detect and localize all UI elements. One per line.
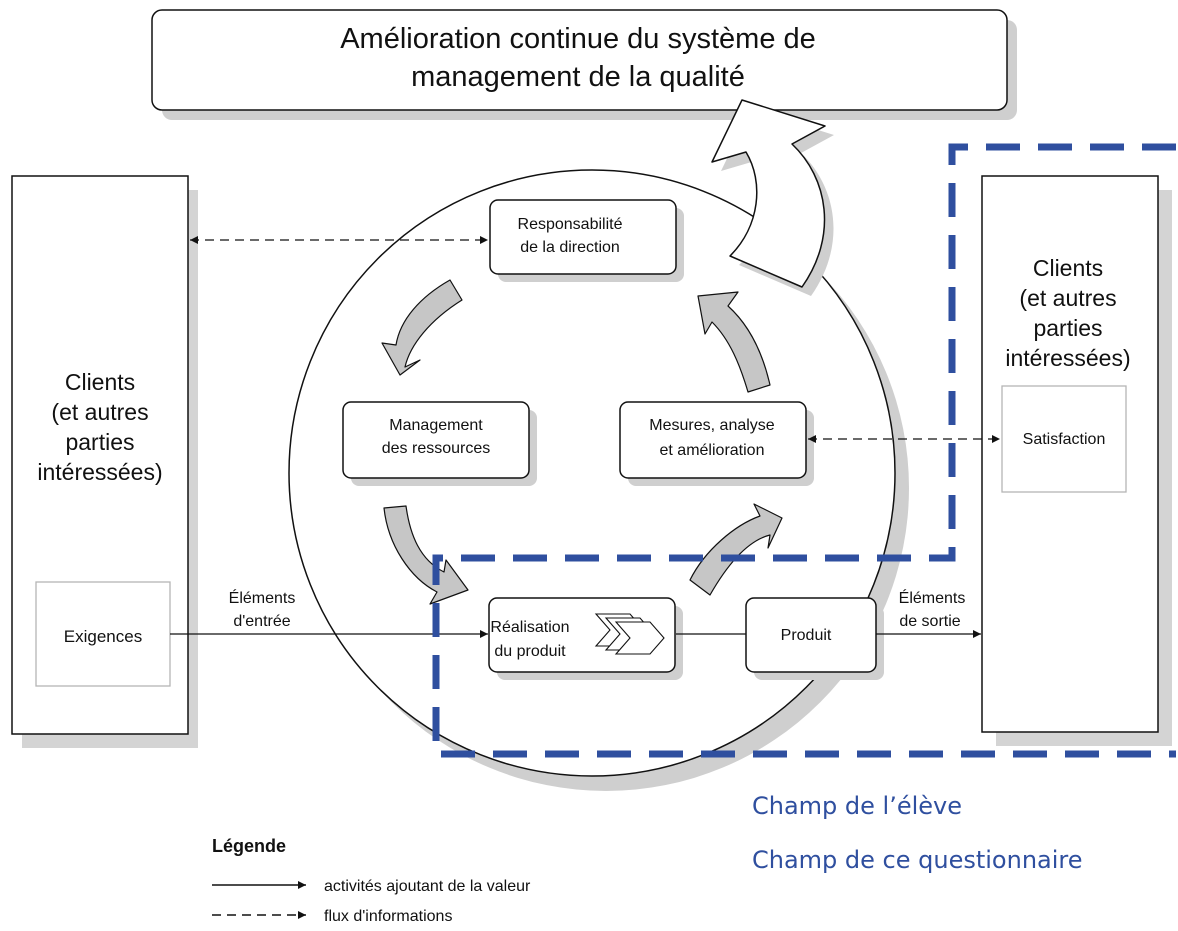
legend: Légende activités ajoutant de la valeur … bbox=[212, 836, 531, 925]
realisation-line-2: du produit bbox=[494, 643, 566, 660]
cycle-arrow-to-mesures-icon bbox=[689, 503, 783, 596]
inputs-label-line-1: Éléments bbox=[229, 588, 296, 607]
continuous-improvement-arrow-icon bbox=[711, 99, 834, 296]
scope-boundaries bbox=[432, 143, 1176, 758]
management-line-1: Management bbox=[389, 417, 483, 434]
responsabilite-line-1: Responsabilité bbox=[518, 216, 623, 233]
box-produit: Produit bbox=[745, 597, 884, 680]
box-management: Management des ressources bbox=[342, 401, 537, 486]
cycle-arrows bbox=[381, 279, 783, 605]
mesures-line-2: et amélioration bbox=[660, 442, 765, 459]
outputs-label-line-2: de sortie bbox=[899, 613, 960, 630]
responsabilite-line-2: de la direction bbox=[520, 239, 620, 256]
box-mesures: Mesures, analyse et amélioration bbox=[619, 401, 814, 486]
cycle-arrow-to-responsabilite-icon bbox=[697, 291, 771, 393]
management-line-2: des ressources bbox=[382, 440, 491, 457]
satisfaction-label: Satisfaction bbox=[1023, 431, 1106, 448]
box-realisation: Réalisation du produit bbox=[488, 597, 683, 680]
right-clients-line-3: parties bbox=[1033, 315, 1102, 341]
left-clients-box: Clients (et autres parties intéressées) … bbox=[11, 175, 198, 748]
title-line-2: management de la qualité bbox=[411, 61, 745, 93]
process-chevrons-icon bbox=[594, 613, 665, 655]
left-clients-line-4: intéressées) bbox=[37, 459, 162, 485]
legend-dashed-label: flux d'informations bbox=[324, 908, 452, 925]
right-clients-box: Clients (et autres parties intéressées) … bbox=[981, 175, 1172, 746]
scope-questionnaire-label: Champ de ce questionnaire bbox=[752, 846, 1083, 874]
scope-student-label: Champ de l’élève bbox=[752, 792, 962, 820]
left-clients-line-3: parties bbox=[65, 429, 134, 455]
left-clients-line-2: (et autres bbox=[51, 399, 148, 425]
title-box: Amélioration continue du système de mana… bbox=[151, 9, 1017, 120]
realisation-line-1: Réalisation bbox=[490, 619, 569, 636]
title-line-1: Amélioration continue du système de bbox=[340, 23, 816, 55]
left-clients-line-1: Clients bbox=[65, 369, 135, 395]
outputs-label-line-1: Éléments bbox=[899, 588, 966, 607]
cycle-arrow-to-realisation-icon bbox=[383, 505, 469, 605]
questionnaire-scope-boundary bbox=[432, 143, 1176, 758]
right-clients-line-4: intéressées) bbox=[1005, 345, 1130, 371]
inputs-label-line-2: d'entrée bbox=[233, 613, 290, 630]
requirements-label: Exigences bbox=[64, 627, 142, 646]
right-clients-line-1: Clients bbox=[1033, 255, 1103, 281]
produit-label: Produit bbox=[781, 627, 832, 644]
legend-title: Légende bbox=[212, 836, 286, 856]
requirements-box bbox=[35, 581, 171, 687]
satisfaction-box bbox=[1001, 385, 1127, 493]
box-responsabilite: Responsabilité de la direction bbox=[489, 199, 684, 282]
cycle-arrow-to-management-icon bbox=[381, 279, 463, 376]
mesures-line-1: Mesures, analyse bbox=[649, 417, 774, 434]
legend-solid-label: activités ajoutant de la valeur bbox=[324, 878, 531, 895]
right-clients-line-2: (et autres bbox=[1019, 285, 1116, 311]
